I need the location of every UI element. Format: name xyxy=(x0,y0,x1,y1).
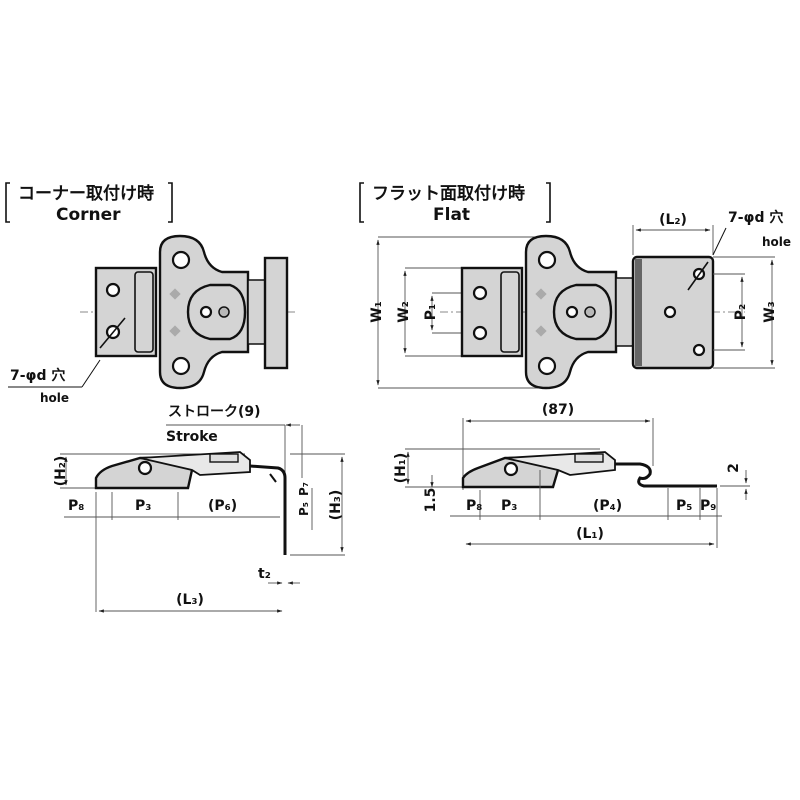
flat-top-view: フラット面取付け時 Flat W₁ W₂ P₁ xyxy=(359,182,791,390)
dim-P8: P₈ xyxy=(466,498,482,514)
dim-P5: P₅ xyxy=(676,498,692,514)
dim-W2: W₂ xyxy=(396,301,412,323)
title-bracket-right xyxy=(546,182,551,223)
dim-P4: (P₄) xyxy=(593,498,622,514)
rivet-boss xyxy=(186,283,247,341)
flat-side-view: (87) (H₁) 1.5 2 P₈ P₃ (P₄) P₅ P₉ xyxy=(393,402,750,548)
keeper-plate xyxy=(263,256,289,370)
dim-P6: (P₆) xyxy=(208,498,237,514)
corner-top-view: コーナー取付け時 Corner 7-φd 穴 hole xyxy=(5,182,295,405)
title-bracket-right xyxy=(168,182,173,223)
diamond-mark-icon xyxy=(535,325,547,337)
keeper-profile xyxy=(615,462,717,488)
mount-hole-icon xyxy=(692,343,706,357)
ear-hole-icon xyxy=(171,250,191,270)
stroke-label-jp: ストローク(9) xyxy=(168,404,261,420)
hinge-barrel xyxy=(500,271,520,353)
rivet-icon xyxy=(565,305,579,319)
dim-P3: P₃ xyxy=(501,498,517,514)
dim-H3: (H₃) xyxy=(328,490,344,521)
rivet-icon xyxy=(584,306,596,318)
dim-P9: P₉ xyxy=(700,498,716,514)
dim-W1: W₁ xyxy=(369,301,385,323)
dim-t2: t₂ xyxy=(258,566,271,582)
corner-hole-note-en: hole xyxy=(40,391,69,405)
dim-2: 2 xyxy=(726,463,742,473)
corner-title-en: Corner xyxy=(56,205,121,225)
title-bracket-left xyxy=(5,182,10,223)
mount-hole-icon xyxy=(472,285,488,301)
hole-leader xyxy=(99,317,126,349)
mount-hole-icon xyxy=(663,305,677,319)
dim-L2: (L₂) xyxy=(659,212,687,228)
diamond-mark-icon xyxy=(535,288,547,300)
dim-W3: W₃ xyxy=(762,301,778,323)
stroke-label-en: Stroke xyxy=(166,429,218,445)
dim-P7: P₇ xyxy=(297,482,311,496)
flat-hole-note-jp: 7-φd 穴 xyxy=(728,209,783,226)
diamond-mark-icon xyxy=(169,325,181,337)
rivet-icon xyxy=(218,306,230,318)
dim-P8: P₈ xyxy=(68,498,84,514)
dim-P1: P₁ xyxy=(423,304,439,320)
hinge-barrel xyxy=(134,271,154,353)
dim-L3: (L₃) xyxy=(176,592,204,608)
ear-hole-icon xyxy=(171,356,191,376)
title-bracket-left xyxy=(359,182,364,223)
dim-1-5: 1.5 xyxy=(423,488,439,513)
rivet-icon xyxy=(199,305,213,319)
keeper-profile xyxy=(249,464,287,555)
mount-hole-icon xyxy=(472,325,488,341)
dim-L1: (L₁) xyxy=(576,526,604,542)
flat-hole-note-en: hole xyxy=(762,235,791,249)
corner-title-jp: コーナー取付け時 xyxy=(18,183,154,204)
diamond-mark-icon xyxy=(169,288,181,300)
dim-H2: (H₂) xyxy=(53,456,69,487)
corner-side-view: ストローク(9) Stroke (H₂) (H₃) P₅ P₇ P₈ P₃ xyxy=(53,404,345,613)
mount-hole-icon xyxy=(105,282,121,298)
pivot-icon xyxy=(137,460,153,476)
flat-title-en: Flat xyxy=(433,205,470,225)
pivot-icon xyxy=(503,461,519,477)
corner-hole-note-jp: 7-φd 穴 xyxy=(10,367,65,384)
flat-title-jp: フラット面取付け時 xyxy=(372,183,525,204)
ear-hole-icon xyxy=(537,250,557,270)
dim-P3: P₃ xyxy=(135,498,151,514)
dim-H1: (H₁) xyxy=(393,453,409,484)
dim-P2: P₂ xyxy=(733,304,749,320)
rivet-boss xyxy=(552,283,613,341)
dim-P5: P₅ xyxy=(297,502,311,516)
dim-87: (87) xyxy=(542,402,574,418)
ear-hole-icon xyxy=(537,356,557,376)
keeper-bend-edge xyxy=(635,259,642,366)
